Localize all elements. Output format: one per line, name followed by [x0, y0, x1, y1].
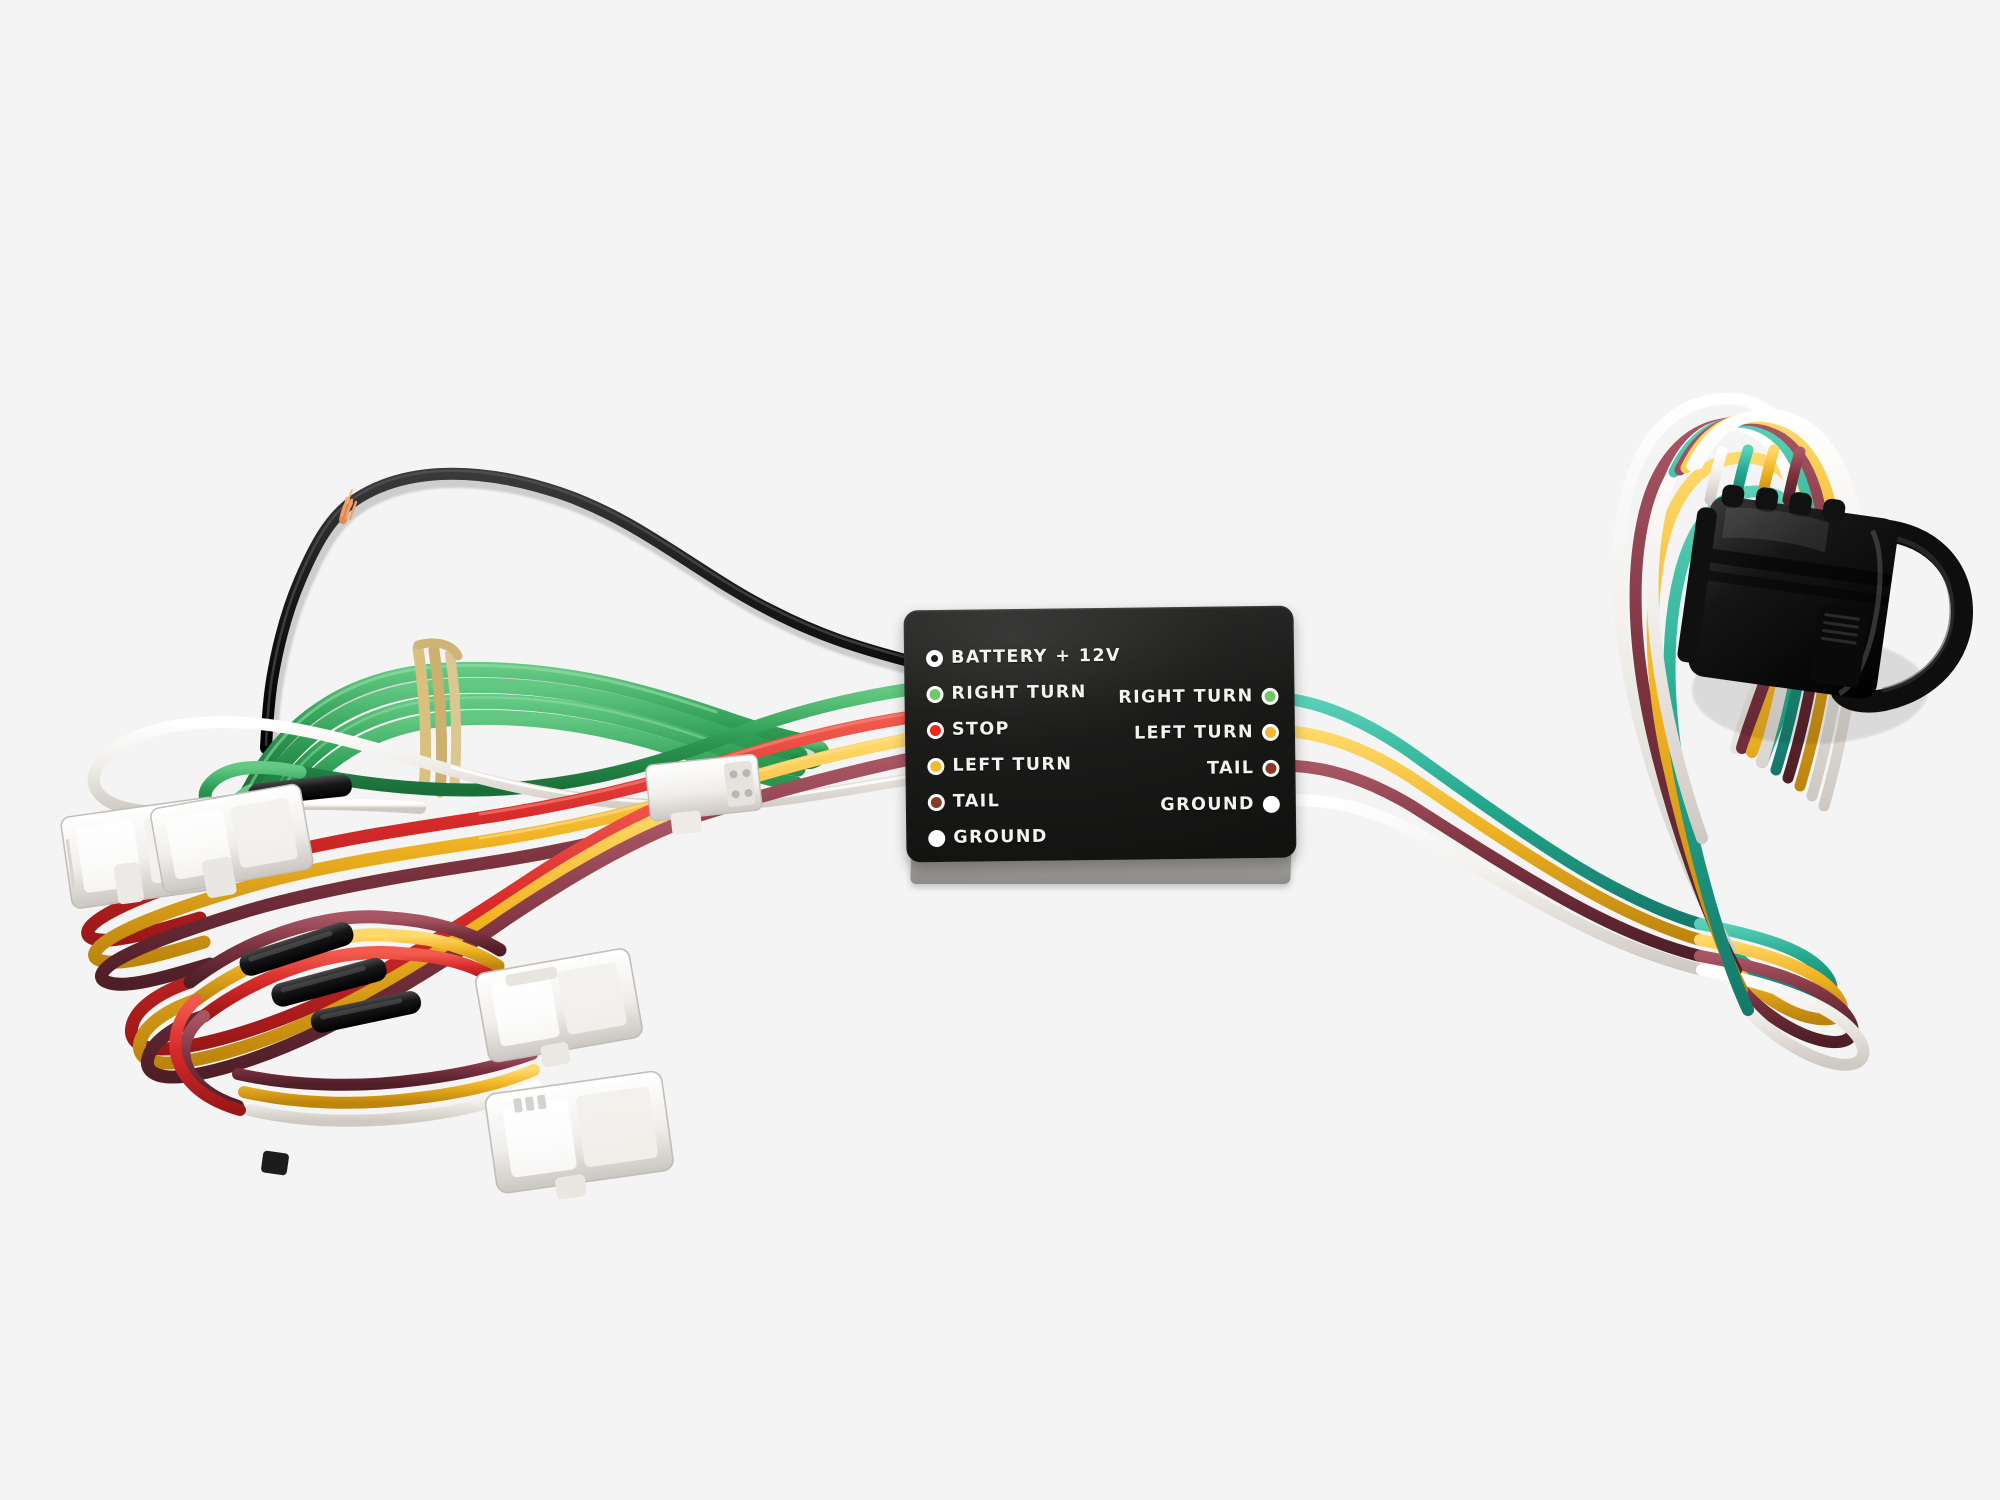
wire-output-yellow	[1289, 726, 1706, 946]
tail-light-converter-module[interactable]: BATTERY + 12V RIGHT TURN STOP LEFT TURN	[903, 605, 1297, 888]
wire-output-brown	[1289, 760, 1706, 962]
terminal-label-tail-out: TAIL	[1206, 758, 1255, 779]
stop-led-icon	[926, 721, 945, 739]
white-inline-connector-mid	[645, 753, 763, 835]
ground-out-led-icon	[1262, 795, 1280, 813]
terminal-row-battery: BATTERY + 12V	[925, 638, 1122, 676]
terminal-row-ground-in: GROUND	[928, 819, 1048, 856]
terminal-row-tail-in: TAIL	[927, 783, 1001, 820]
terminal-row-tail-out: TAIL	[1207, 750, 1280, 787]
terminal-label-ground-in: GROUND	[953, 826, 1048, 848]
wire-output-teal	[1289, 694, 1706, 930]
heat-shrink-sleeves	[239, 922, 422, 1176]
stripped-copper-wire-end	[339, 489, 358, 524]
tail-out-led-icon	[1262, 759, 1280, 777]
wire-bundle-bottom-left	[169, 910, 542, 1127]
ground-led-icon	[928, 829, 946, 847]
terminal-row-right-turn-in: RIGHT TURN	[926, 674, 1087, 712]
terminal-label-stop: STOP	[951, 719, 1010, 740]
terminal-label-right-turn-out: RIGHT TURN	[1118, 686, 1254, 708]
terminal-label-tail-in: TAIL	[952, 791, 1001, 812]
terminal-row-left-turn-out: LEFT TURN	[1133, 714, 1280, 752]
white-connector-lower-b	[484, 1070, 674, 1200]
white-connector-upper-left-b	[150, 783, 314, 898]
terminal-row-ground-out: GROUND	[1160, 786, 1280, 823]
terminal-row-right-turn-out: RIGHT TURN	[1118, 678, 1279, 716]
right-turn-out-led-icon	[1261, 687, 1279, 705]
twist-tie	[412, 638, 463, 798]
output-terminal-list: RIGHT TURN LEFT TURN TAIL GROUND	[1118, 678, 1280, 824]
terminal-label-left-turn-in: LEFT TURN	[952, 754, 1073, 776]
right-turn-led-icon	[926, 685, 944, 703]
terminal-label-left-turn-out: LEFT TURN	[1133, 722, 1255, 744]
wire-output-white	[1289, 794, 1708, 976]
terminal-label-right-turn-in: RIGHT TURN	[951, 682, 1087, 704]
battery-led-icon	[925, 649, 944, 667]
left-turn-out-led-icon	[1261, 723, 1280, 741]
wire-black-battery	[260, 467, 916, 762]
input-terminal-list: BATTERY + 12V RIGHT TURN STOP LEFT TURN	[925, 638, 1124, 856]
terminal-row-stop: STOP	[926, 711, 1010, 748]
4-flat-trailer-connector	[1677, 484, 1974, 744]
terminal-label-ground-out: GROUND	[1160, 794, 1255, 816]
module-faceplate: BATTERY + 12V RIGHT TURN STOP LEFT TURN	[903, 605, 1297, 863]
white-connector-lower-a	[475, 948, 643, 1068]
terminal-label-battery: BATTERY + 12V	[950, 645, 1122, 668]
terminal-row-left-turn-in: LEFT TURN	[927, 746, 1072, 784]
tail-led-icon	[927, 793, 945, 811]
left-turn-led-icon	[927, 757, 945, 775]
